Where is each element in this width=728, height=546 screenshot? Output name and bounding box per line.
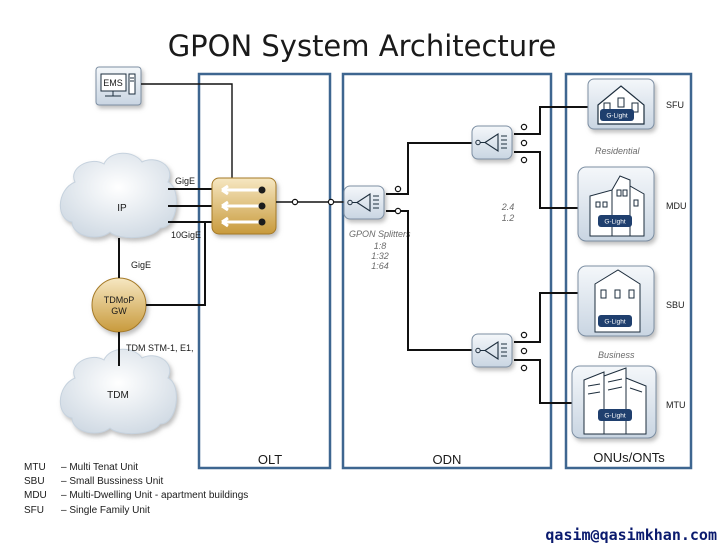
sbu-label: SBU	[666, 300, 685, 310]
splitter-ratio-1: 1:8	[374, 241, 387, 251]
footer-email: qasim@qasimkhan.com	[545, 526, 717, 544]
upper-splitter	[471, 125, 513, 160]
mdu-glight: G-Light	[604, 219, 626, 226]
ip-label: IP	[117, 203, 127, 214]
gateway-line2: GW	[111, 306, 127, 316]
gige-top-label: GigE	[175, 176, 195, 186]
tdmop-gateway	[91, 277, 147, 333]
legend-desc-0: – Multi Tenat Unit	[61, 462, 138, 473]
legend-abbr-3: SFU	[24, 505, 44, 516]
legend-abbr-1: SBU	[24, 476, 45, 487]
rate-up: 1.2	[502, 213, 515, 223]
residential-label: Residential	[595, 146, 641, 156]
primary-splitter	[343, 185, 385, 220]
mtu-label: MTU	[666, 400, 686, 410]
rate-down: 2.4	[501, 202, 515, 212]
legend-abbr-2: MDU	[24, 490, 47, 501]
gateway-line1: TDMoP	[104, 295, 135, 305]
legend-desc-2: – Multi-Dwelling Unit - apartment buildi…	[61, 490, 248, 501]
olt-section	[197, 72, 332, 470]
odn-section	[341, 72, 553, 470]
olt-label: OLT	[258, 452, 282, 467]
odn-label: ODN	[433, 452, 462, 467]
olt-device	[211, 177, 277, 235]
ems-computer-icon	[95, 66, 142, 106]
mtu-glight: G-Light	[604, 413, 626, 420]
sfu-label: SFU	[666, 100, 684, 110]
sbu-glight-badge	[598, 315, 632, 327]
legend: MTU – Multi Tenat Unit SBU – Small Bussi…	[24, 462, 248, 516]
sfu-glight-badge	[600, 109, 634, 121]
ems-label: EMS	[103, 78, 123, 88]
sbu-glight: G-Light	[604, 319, 626, 326]
tdm-label: TDM	[107, 390, 129, 401]
business-label: Business	[598, 350, 635, 360]
gige-mid-label: GigE	[131, 260, 151, 270]
mtu-building-icon	[571, 365, 657, 439]
ip-cloud	[59, 152, 177, 238]
sbu-drop	[514, 292, 578, 343]
sfu-house-icon	[587, 78, 655, 130]
tengig-label: 10GigE	[171, 230, 201, 240]
tdm-cloud	[59, 348, 177, 434]
mdu-label: MDU	[666, 201, 687, 211]
splitter-ratio-3: 1:64	[371, 261, 389, 271]
legend-desc-3: – Single Family Unit	[61, 505, 150, 516]
legend-desc-1: – Small Bussiness Unit	[61, 476, 163, 487]
sfu-drop	[514, 106, 590, 135]
ont-section	[564, 72, 693, 470]
splitter-label: GPON Splitters	[349, 229, 411, 239]
mtu-drop	[514, 359, 573, 404]
onu-label: ONUs/ONTs	[593, 450, 665, 465]
ems-link	[141, 83, 233, 180]
legend-abbr-0: MTU	[24, 462, 46, 473]
page-title: GPON System Architecture	[168, 29, 557, 63]
lower-splitter	[471, 333, 513, 368]
sfu-glight: G-Light	[606, 113, 628, 120]
mdu-drop	[514, 151, 578, 209]
gw-olt-link	[146, 221, 213, 306]
split-up-link	[386, 142, 472, 195]
mdu-glight-badge	[598, 215, 632, 227]
tdm-links-label: TDM STM-1, E1,	[126, 343, 194, 353]
mdu-building-icon	[577, 166, 655, 242]
splitter-ratio-2: 1:32	[371, 251, 389, 261]
mtu-glight-badge	[598, 409, 632, 421]
